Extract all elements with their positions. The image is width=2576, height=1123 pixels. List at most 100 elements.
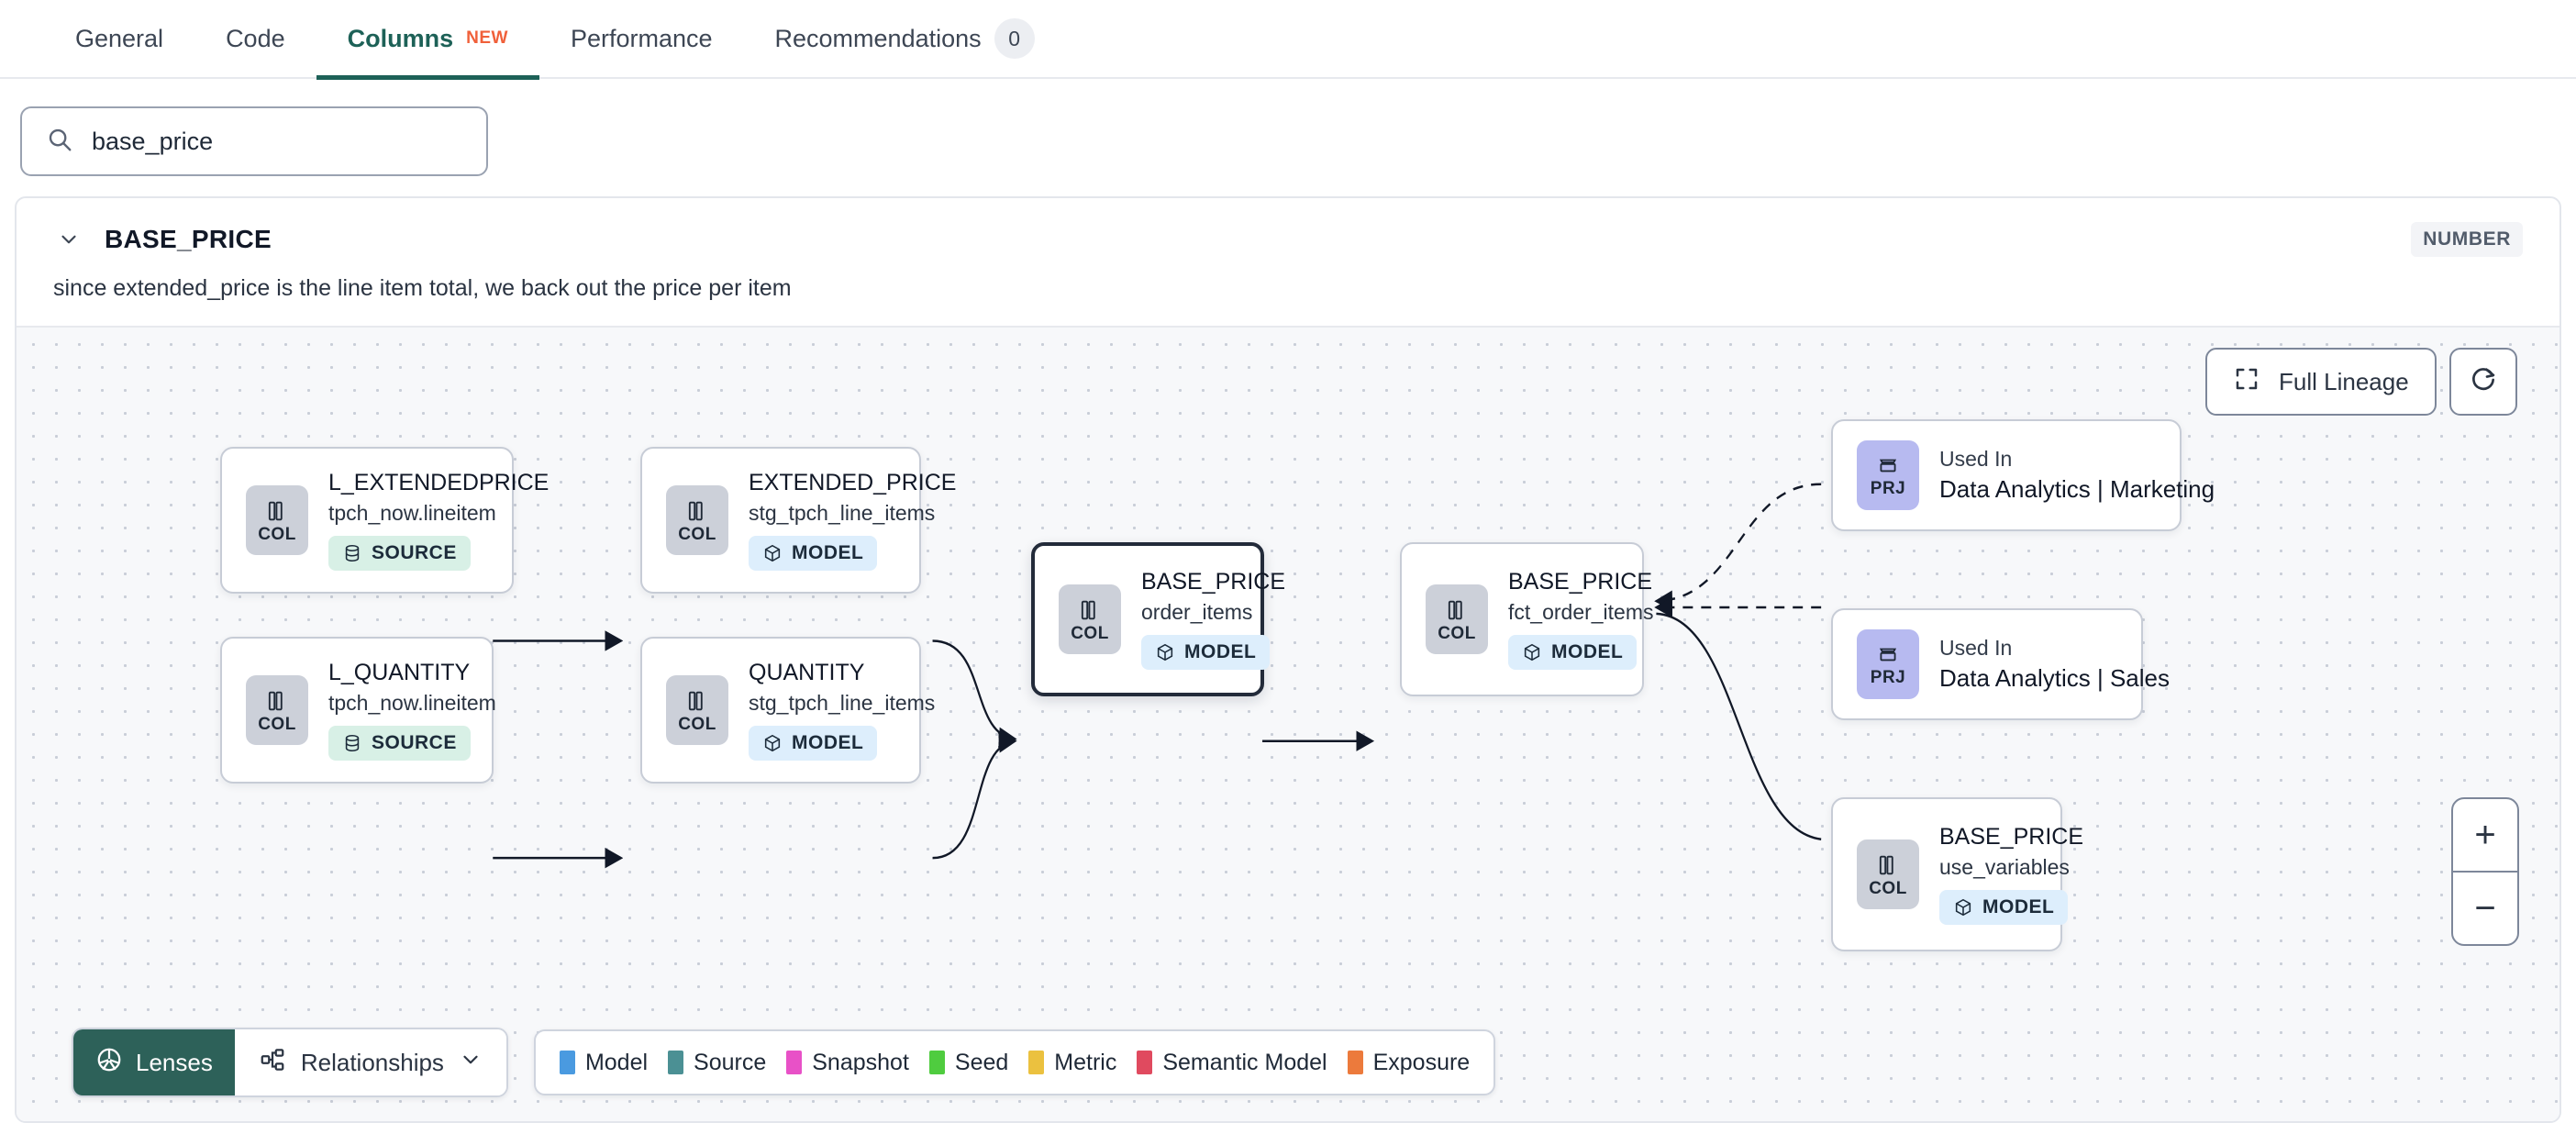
node-subtitle: Data Analytics | Marketing — [1939, 475, 2215, 503]
cube-icon — [764, 544, 781, 562]
tab-code[interactable]: Code — [194, 0, 316, 78]
relationships-button[interactable]: Relationships — [234, 1029, 506, 1095]
node-type-legend: Model Source Snapshot Seed Metric — [533, 1029, 1496, 1095]
node-title: BASE_PRICE — [1508, 569, 1653, 595]
chevron-down-icon[interactable] — [53, 224, 84, 255]
node-title: BASE_PRICE — [1939, 824, 2084, 850]
edge-fct-to-prj-marketing — [1654, 483, 1822, 611]
search-input[interactable]: base_price — [20, 106, 488, 176]
pill-label: SOURCE — [372, 732, 457, 753]
lineage-node-base-price-order-items[interactable]: COL BASE_PRICE order_items MODEL — [1031, 542, 1285, 696]
tab-bar: General Code Columns NEW Performance Rec… — [0, 0, 2576, 80]
node-subtitle: stg_tpch_line_items — [749, 501, 936, 525]
node-body: BASE_PRICE order_items MODEL — [1141, 569, 1304, 670]
zoom-in-button[interactable]: + — [2453, 799, 2517, 873]
node-subtitle: tpch_now.lineitem — [328, 501, 496, 525]
lineage-node-l-quantity[interactable]: COL L_QUANTITY tpch_now.lineitem SOURCE — [220, 637, 496, 784]
lineage-edges — [493, 483, 1822, 869]
lineage-node-quantity[interactable]: COL QUANTITY stg_tpch_line_items MODEL — [640, 637, 935, 784]
node-title: QUANTITY — [749, 660, 865, 685]
tab-label: Columns — [347, 24, 454, 52]
zoom-out-button[interactable]: − — [2474, 888, 2496, 928]
database-icon — [345, 734, 360, 752]
prj-badge-icon: PRJ — [1857, 629, 1919, 699]
recommendations-count-badge: 0 — [994, 18, 1035, 59]
search-icon — [46, 126, 73, 158]
lineage-node-extended-price[interactable]: COL EXTENDED_PRICE stg_tpch_line_items M… — [640, 447, 956, 594]
node-title: BASE_PRICE — [1141, 569, 1286, 595]
node-title: L_QUANTITY — [328, 660, 471, 685]
node-body: Used In Data Analytics | Sales — [1939, 636, 2188, 693]
badge-label: COL — [258, 714, 296, 734]
lenses-button[interactable]: Lenses — [73, 1029, 235, 1095]
pill-label: MODEL — [792, 542, 864, 563]
legend-swatch — [1347, 1051, 1363, 1074]
node-subtitle: use_variables — [1939, 855, 2070, 879]
badge-label: COL — [1071, 623, 1109, 643]
pill-label: MODEL — [1184, 641, 1257, 662]
column-header: BASE_PRICE NUMBER — [17, 198, 2559, 257]
node-subtitle: order_items — [1141, 600, 1253, 624]
tab-general[interactable]: General — [44, 0, 194, 78]
legend-swatch — [559, 1051, 575, 1074]
badge-label: PRJ — [1870, 667, 1906, 687]
node-title: Used In — [1939, 636, 2013, 660]
sitemap-icon — [259, 1046, 286, 1080]
zoom-controls[interactable]: + − — [2451, 797, 2519, 946]
canvas-bottom-toolbar: Lenses Relationships — [72, 1028, 1496, 1097]
database-icon — [345, 544, 360, 562]
aperture-icon — [95, 1046, 123, 1080]
node-body: BASE_PRICE use_variables MODEL — [1939, 824, 2102, 925]
node-body: EXTENDED_PRICE stg_tpch_line_items MODEL — [749, 470, 974, 571]
col-badge-icon: COL — [666, 485, 728, 555]
badge-label: COL — [1869, 878, 1907, 898]
tab-performance[interactable]: Performance — [539, 0, 744, 78]
legend-swatch — [1028, 1051, 1045, 1074]
node-kind-pill: SOURCE — [328, 726, 471, 761]
node-kind-pill: MODEL — [749, 536, 878, 571]
node-body: L_QUANTITY tpch_now.lineitem SOURCE — [328, 660, 515, 761]
cube-icon — [1955, 898, 1971, 917]
lineage-node-base-price-fct-order-items[interactable]: COL BASE_PRICE fct_order_items MODEL — [1400, 542, 1654, 696]
cube-icon — [1157, 643, 1173, 662]
column-card: BASE_PRICE NUMBER since extended_price i… — [15, 196, 2561, 1123]
badge-label: COL — [678, 524, 716, 544]
node-kind-pill: SOURCE — [328, 536, 471, 571]
search-value: base_price — [92, 127, 214, 155]
node-body: Used In Data Analytics | Marketing — [1939, 447, 2233, 504]
node-kind-pill: MODEL — [749, 726, 878, 761]
column-type-badge: NUMBER — [2411, 222, 2523, 257]
tab-columns[interactable]: Columns NEW — [316, 0, 540, 80]
badge-label: COL — [258, 524, 296, 544]
cube-icon — [764, 734, 781, 752]
legend-swatch — [786, 1051, 803, 1074]
node-kind-pill: MODEL — [1939, 890, 2069, 925]
col-badge-icon: COL — [246, 485, 308, 555]
cube-icon — [1524, 643, 1540, 662]
lineage-node-project-sales[interactable]: PRJ Used In Data Analytics | Sales — [1831, 608, 2170, 720]
node-subtitle: tpch_now.lineitem — [328, 691, 496, 715]
expand-icon — [2233, 365, 2260, 399]
lineage-node-base-price-use-variables[interactable]: COL BASE_PRICE use_variables MODEL — [1831, 797, 2083, 951]
col-badge-icon: COL — [1059, 584, 1121, 654]
edge-fct-to-use-variables — [1656, 612, 1822, 840]
tab-recommendations[interactable]: Recommendations 0 — [744, 0, 1066, 78]
refresh-icon — [2469, 365, 2498, 399]
search-section: base_price — [0, 79, 2576, 196]
refresh-button[interactable] — [2449, 348, 2517, 416]
col-badge-icon: COL — [1857, 839, 1919, 909]
node-title: Used In — [1939, 447, 2013, 471]
lineage-node-project-marketing[interactable]: PRJ Used In Data Analytics | Marketing — [1831, 419, 2215, 531]
tab-label: General — [75, 24, 164, 52]
node-subtitle: fct_order_items — [1508, 600, 1654, 624]
node-subtitle: stg_tpch_line_items — [749, 691, 936, 715]
legend-swatch — [1137, 1051, 1153, 1074]
lineage-node-l-extendedprice[interactable]: COL L_EXTENDEDPRICE tpch_now.lineitem SO… — [220, 447, 549, 594]
new-badge: NEW — [466, 28, 508, 48]
lineage-canvas[interactable]: COL L_EXTENDEDPRICE tpch_now.lineitem SO… — [17, 326, 2559, 1121]
col-badge-icon: COL — [1426, 584, 1488, 654]
full-lineage-button[interactable]: Full Lineage — [2205, 348, 2437, 416]
node-subtitle: Data Analytics | Sales — [1939, 664, 2170, 692]
lenses-group: Lenses Relationships — [72, 1028, 508, 1097]
prj-badge-icon: PRJ — [1857, 440, 1919, 510]
